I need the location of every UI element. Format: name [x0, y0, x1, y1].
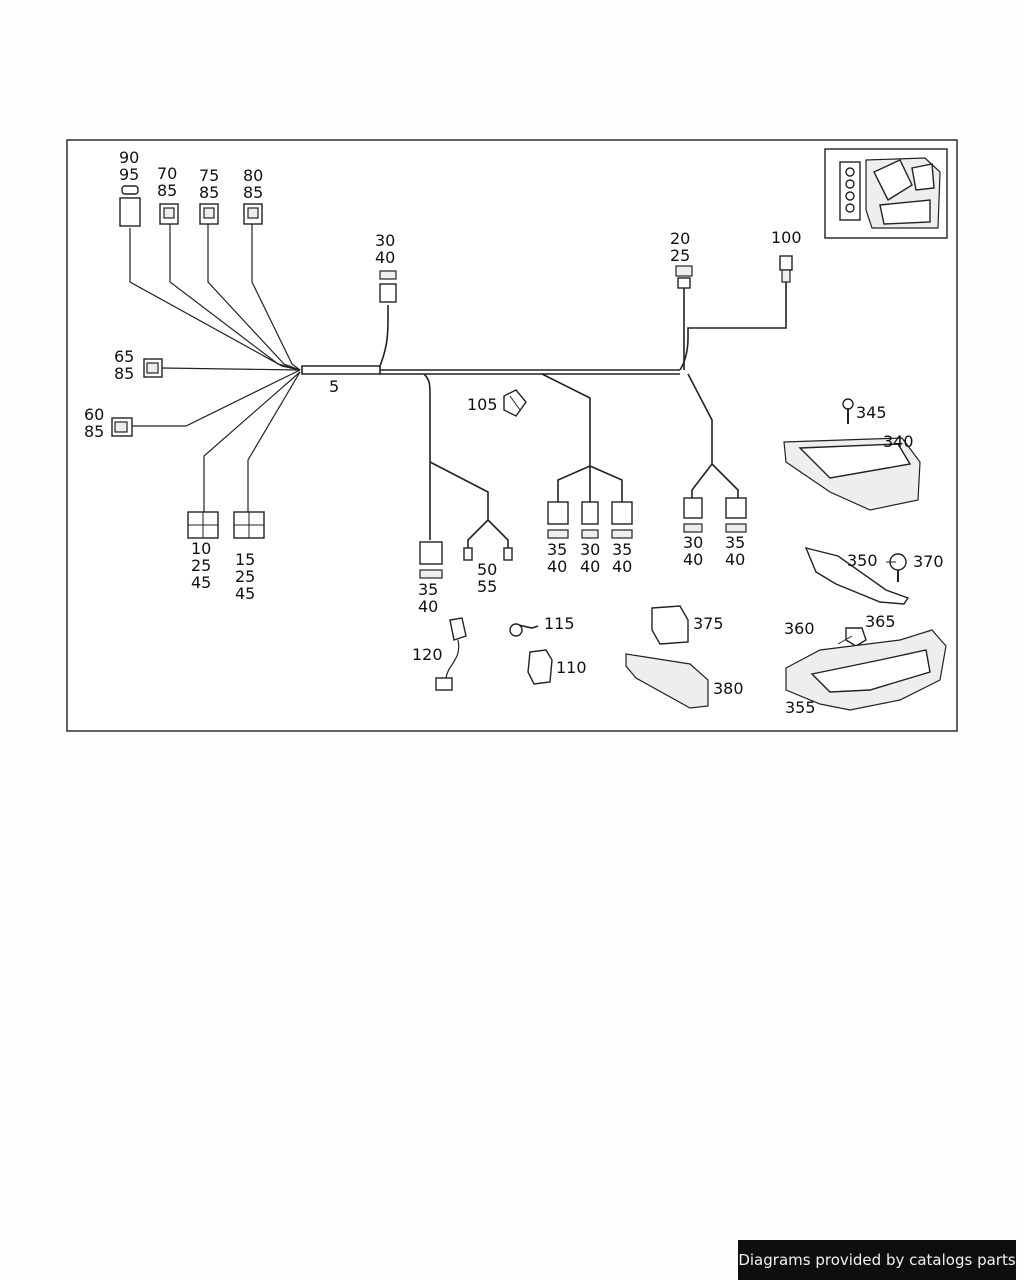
callout-345: 345 [856, 403, 887, 422]
callout-375: 375 [693, 614, 724, 633]
callout-110: 110 [556, 658, 587, 677]
callout-360: 360 [784, 619, 815, 638]
loose-parts [435, 389, 947, 711]
callout-115: 115 [544, 614, 575, 633]
callout-350: 350 [847, 551, 878, 570]
callout-355: 355 [785, 698, 816, 717]
footer-credit-banner: Diagrams provided by catalogs parts [738, 1240, 1016, 1280]
callout-105: 105 [467, 395, 498, 414]
callout-370: 370 [913, 552, 944, 571]
connectors [111, 185, 793, 579]
left-wire-fan [129, 224, 301, 512]
footer-credit-text: Diagrams provided by catalogs parts [738, 1251, 1016, 1269]
callout-365: 365 [865, 612, 896, 631]
diagram-border [66, 139, 958, 732]
callout-100: 100 [771, 228, 802, 247]
callout-5: 5 [329, 377, 339, 396]
main-harness-trunk [301, 282, 787, 548]
seat-switch-inset [824, 148, 948, 239]
callout-120: 120 [412, 645, 443, 664]
callout-380: 380 [713, 679, 744, 698]
callout-340: 340 [883, 432, 914, 451]
leader-lines [837, 561, 896, 645]
